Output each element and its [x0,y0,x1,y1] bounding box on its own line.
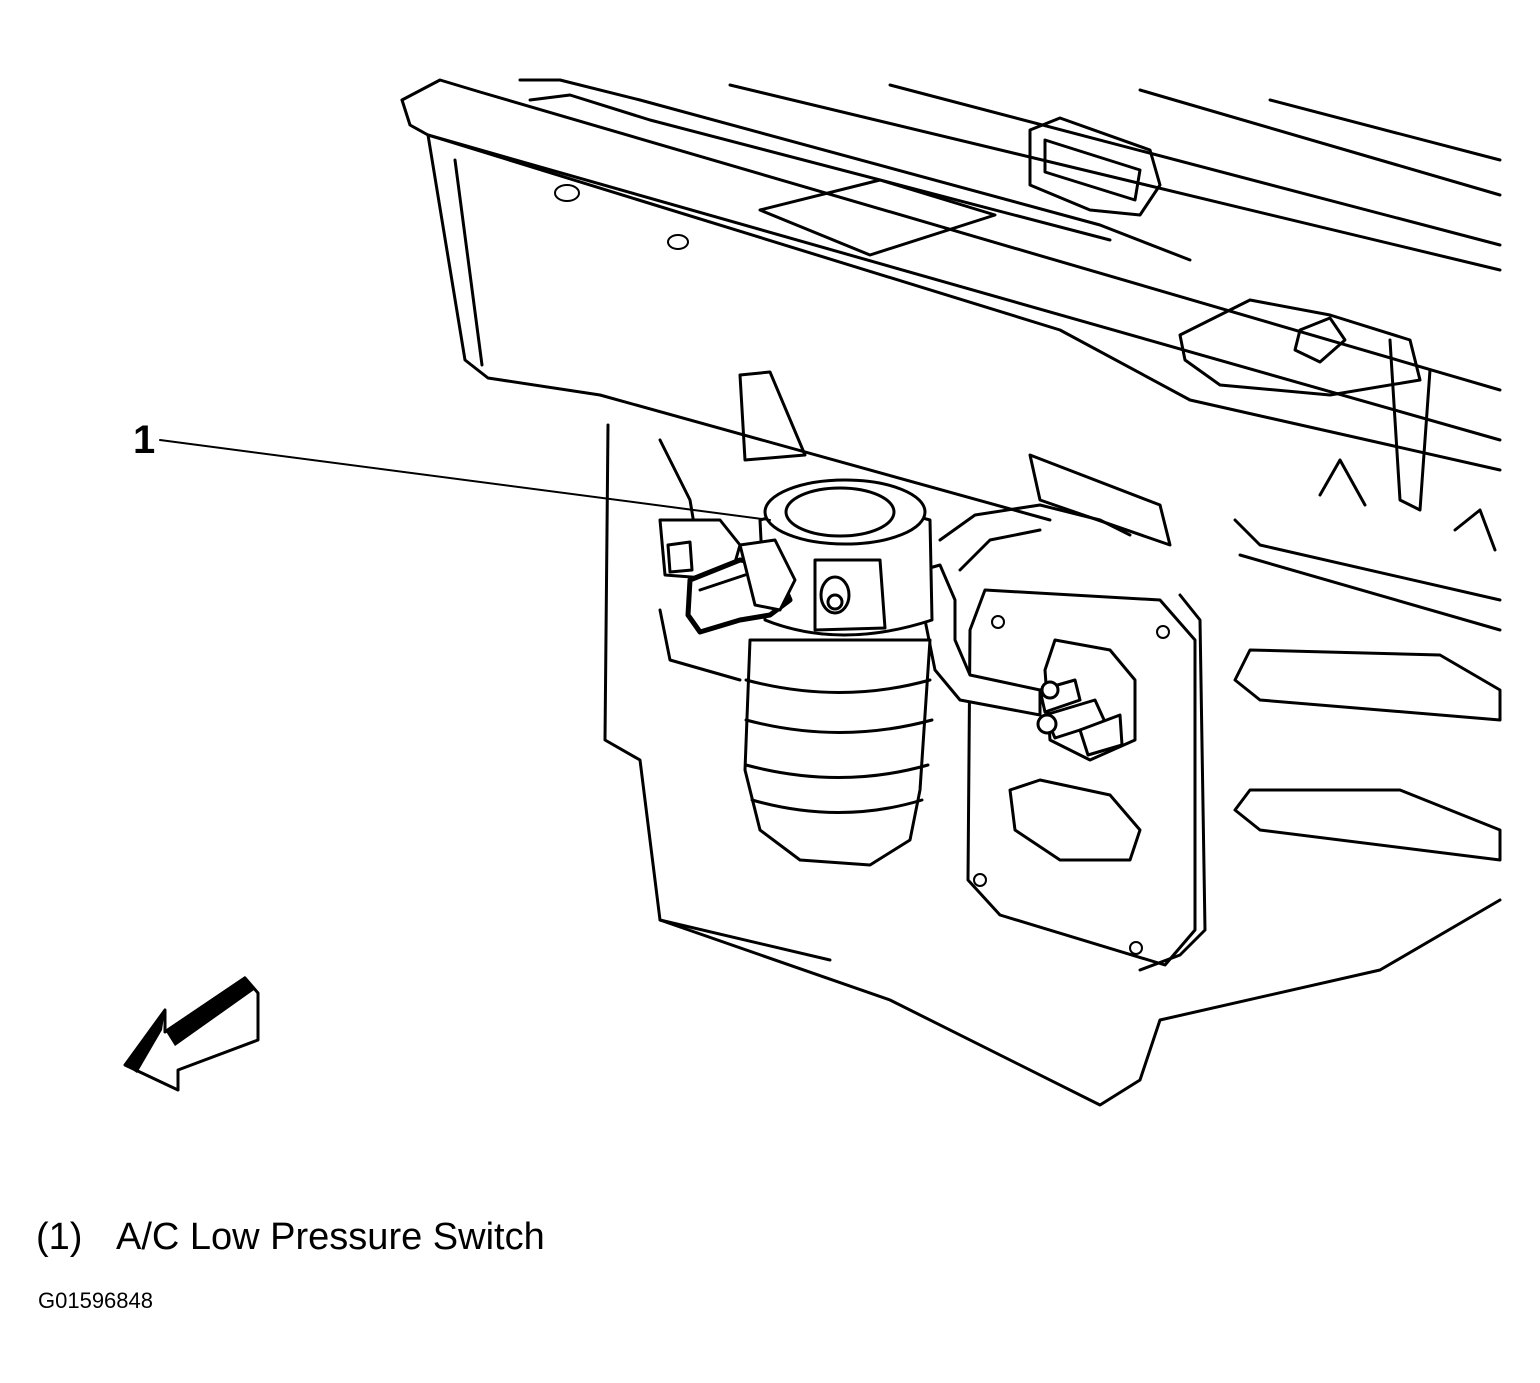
callout-number-1: 1 [133,418,156,462]
legend-text: A/C Low Pressure Switch [116,1216,545,1258]
upper-radiator-support [400,78,1502,552]
legend-entry: (1) A/C Low Pressure Switch [36,1218,545,1256]
evaporator-flange-plate [966,588,1197,967]
figure-id: G01596848 [38,1288,153,1313]
fender-apron-panel [603,370,1502,1107]
ac-low-pressure-switch [658,518,797,635]
callout-leader-line [159,439,771,521]
refrigerant-line [903,503,1132,717]
legend-number: (1) [36,1216,83,1258]
accumulator [743,478,934,867]
front-direction-arrow-icon [123,976,260,1092]
